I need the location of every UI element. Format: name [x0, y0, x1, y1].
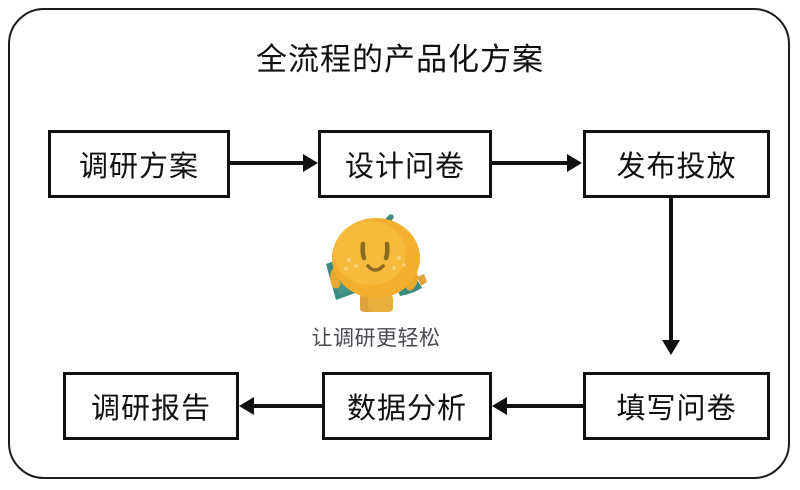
flow-node-research-plan[interactable]: 调研方案 [48, 130, 230, 198]
flow-node-research-report[interactable]: 调研报告 [63, 372, 239, 440]
arrow-right-icon [303, 154, 318, 172]
flow-node-data-analysis[interactable]: 数据分析 [322, 372, 492, 440]
connector-line-publish-to-fill [669, 198, 673, 342]
arrow-right-icon [567, 154, 582, 172]
connector-line-analysis-to-report [253, 404, 323, 408]
flow-node-publish-distribute[interactable]: 发布投放 [583, 130, 770, 198]
outer-rounded-frame [8, 8, 790, 479]
orange-mascot-icon [326, 214, 427, 312]
brand-logo: 让调研更轻松 [296, 212, 456, 352]
connector-line-plan-to-design [230, 161, 304, 165]
logo-caption: 让调研更轻松 [311, 326, 441, 350]
connector-line-design-to-publish [492, 161, 568, 165]
arrow-left-icon [492, 397, 507, 415]
arrow-left-icon [239, 397, 254, 415]
connector-line-fill-to-analysis [506, 404, 584, 408]
arrow-down-icon [662, 340, 680, 355]
flow-node-fill-questionnaire[interactable]: 填写问卷 [583, 372, 770, 440]
flow-node-design-questionnaire[interactable]: 设计问卷 [318, 130, 492, 198]
page-title: 全流程的产品化方案 [256, 42, 544, 78]
